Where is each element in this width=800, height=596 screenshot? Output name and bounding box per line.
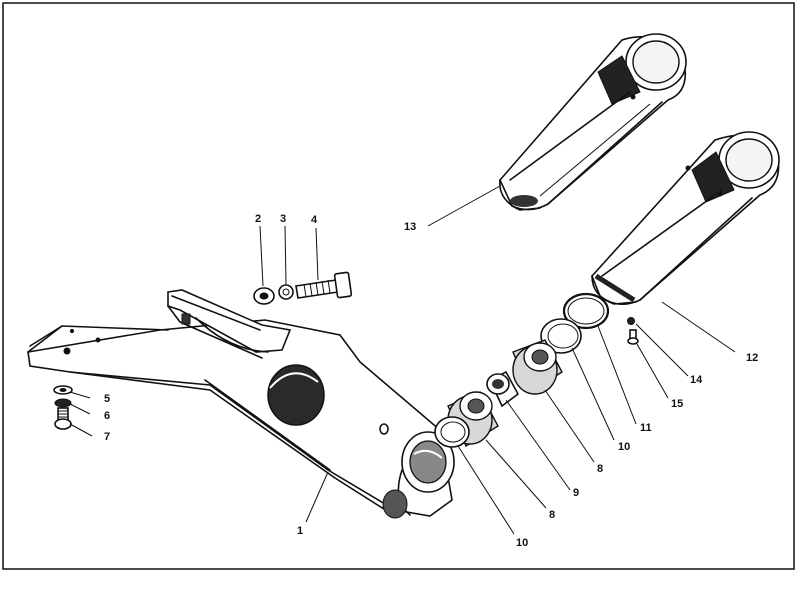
callout-4: 4 xyxy=(311,214,318,226)
part-screw-7 xyxy=(54,407,72,430)
callout-10-lower: 10 xyxy=(516,537,528,549)
part-washer-5 xyxy=(53,385,73,395)
leader-lines xyxy=(69,185,736,535)
part-sleeve-13 xyxy=(499,33,687,211)
part-ring-10-lower xyxy=(434,416,470,448)
callout-7: 7 xyxy=(104,431,110,443)
part-sleeve-12 xyxy=(591,131,780,305)
part-circlip-11 xyxy=(562,292,610,330)
part-bearing-8-upper xyxy=(512,339,563,395)
callout-14: 14 xyxy=(690,374,703,386)
callout-15: 15 xyxy=(671,398,683,410)
callout-13: 13 xyxy=(404,221,416,233)
diagram-border xyxy=(2,2,795,570)
callout-3: 3 xyxy=(280,213,286,225)
callout-11: 11 xyxy=(640,422,652,434)
callout-8-lower: 8 xyxy=(549,509,555,521)
part-bolt-4 xyxy=(295,271,353,299)
part-spacer-9 xyxy=(486,370,520,408)
part-swing-arm xyxy=(27,289,455,519)
part-screw-15 xyxy=(627,329,639,345)
callout-6: 6 xyxy=(104,410,110,422)
part-spring-ring-3 xyxy=(278,284,294,300)
callouts: 2 3 4 5 6 7 1 13 12 14 15 11 10 8 9 8 10 xyxy=(104,213,758,549)
callout-5: 5 xyxy=(104,393,110,405)
arm-large-hole xyxy=(267,364,325,426)
callout-8-upper: 8 xyxy=(597,463,603,475)
part-washer-2 xyxy=(253,287,275,305)
callout-2: 2 xyxy=(255,213,261,225)
callout-12: 12 xyxy=(746,352,758,364)
part-nut-14 xyxy=(627,317,635,325)
callout-9: 9 xyxy=(573,487,579,499)
part-spring-washer-6 xyxy=(54,398,72,408)
callout-10-upper: 10 xyxy=(618,441,630,453)
part-ring-10-upper xyxy=(540,318,582,354)
callout-1: 1 xyxy=(297,525,303,537)
